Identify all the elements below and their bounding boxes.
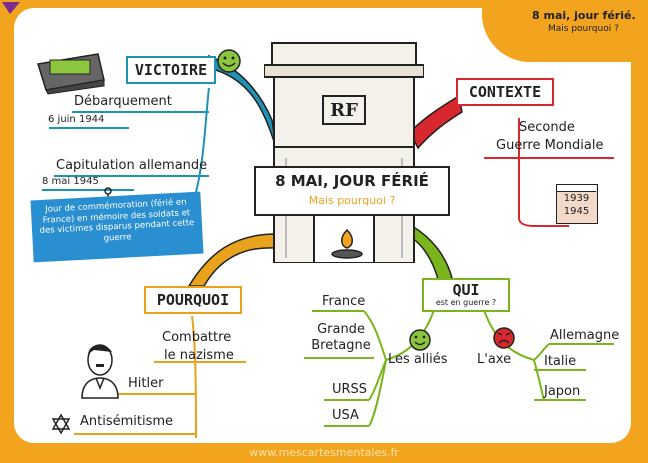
central-subtitle: Mais pourquoi ? xyxy=(308,194,396,207)
commemoration-note: Jour de commémoration (férié en France) … xyxy=(30,191,204,263)
contexte-label-box: CONTEXTE xyxy=(456,78,554,106)
hitler-portrait-icon xyxy=(81,344,119,399)
ally-urss: URSS xyxy=(332,382,368,397)
smiley-happy-icon xyxy=(217,49,241,73)
victoire-label: VICTOIRE xyxy=(134,61,208,79)
qui-label: QUI xyxy=(452,281,480,299)
flame-icon xyxy=(331,228,363,259)
pourquoi-label: POURQUOI xyxy=(156,291,230,309)
calendar-year-end: 1945 xyxy=(563,206,590,217)
header-title: 8 mai, jour férié. xyxy=(532,9,636,22)
central-title: 8 MAI, JOUR FÉRIÉ xyxy=(275,172,429,190)
contexte-text-line1: Seconde xyxy=(519,120,575,135)
axis-japon: Japon xyxy=(544,384,581,399)
mind-map-card: RF 8 MAI, JOUR FÉRIÉ Mais pourquoi ? VIC… xyxy=(14,8,631,443)
landing-craft-icon xyxy=(37,53,105,95)
allies-label: Les alliés xyxy=(388,352,448,367)
hitler-label: Hitler xyxy=(128,376,164,391)
qui-sublabel: est en guerre ? xyxy=(435,298,497,307)
calendar-icon: 1939 1945 xyxy=(556,184,598,224)
header-sticker: 8 mai, jour férié. Mais pourquoi ? xyxy=(482,0,648,62)
smiley-angry-icon xyxy=(493,327,515,349)
pourquoi-label-box: POURQUOI xyxy=(144,286,242,314)
rf-plaque: RF xyxy=(322,95,366,125)
smiley-happy-icon xyxy=(409,329,431,351)
debarquement-date: 6 juin 1944 xyxy=(48,114,105,125)
rf-plaque-text: RF xyxy=(330,100,358,121)
footer-site[interactable]: www.mescartesmentales.fr xyxy=(249,446,399,459)
contexte-label: CONTEXTE xyxy=(468,83,542,101)
star-of-david-icon xyxy=(51,413,71,435)
contexte-text-line2: Guerre Mondiale xyxy=(496,138,604,153)
axis-italie: Italie xyxy=(544,354,577,369)
ally-france: France xyxy=(322,294,366,309)
axis-allemagne: Allemagne xyxy=(550,328,620,343)
pourquoi-text-line2: le nazisme xyxy=(164,348,234,363)
branch-curves xyxy=(42,54,614,439)
ally-usa: USA xyxy=(332,408,359,423)
qui-label-box: QUI est en guerre ? xyxy=(422,278,510,312)
axe-label: L'axe xyxy=(477,352,512,367)
corner-arrow-icon xyxy=(2,2,20,14)
ally-grande-bretagne: Grande Bretagne xyxy=(311,322,371,353)
debarquement-text: Débarquement xyxy=(74,94,172,109)
commemoration-note-text: Jour de commémoration (férié en France) … xyxy=(39,197,195,244)
contexte-branch xyxy=(409,94,463,150)
header-subtitle: Mais pourquoi ? xyxy=(548,24,619,34)
pourquoi-text-line1: Combattre xyxy=(162,330,232,345)
capitulation-text: Capitulation allemande xyxy=(56,158,208,173)
victoire-label-box: VICTOIRE xyxy=(126,56,216,84)
capitulation-date: 8 mai 1945 xyxy=(42,176,99,187)
antisemitisme-label: Antisémitisme xyxy=(80,414,174,429)
calendar-year-start: 1939 xyxy=(563,193,590,204)
central-title-box: 8 MAI, JOUR FÉRIÉ Mais pourquoi ? xyxy=(254,166,450,216)
